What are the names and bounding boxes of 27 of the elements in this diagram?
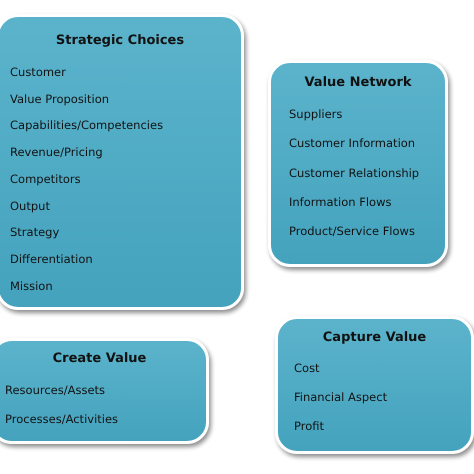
list-item: Processes/Activities: [5, 412, 118, 426]
list-item: Strategy: [10, 225, 60, 240]
list-item: Competitors: [10, 172, 81, 186]
box-heading: Value Network: [303, 75, 413, 90]
box-heading: Capture Value: [322, 330, 428, 345]
category-box: [0, 338, 209, 444]
list-item: Mission: [10, 278, 53, 293]
box-heading: Create Value: [52, 351, 148, 366]
list-item: Financial Aspect: [294, 390, 388, 404]
list-item: Capabilities/Competencies: [10, 118, 164, 132]
list-item: Profit: [294, 419, 324, 433]
list-item: Cost: [294, 361, 320, 375]
list-item: Customer Information: [289, 136, 416, 150]
list-item: Product/Service Flows: [289, 224, 415, 238]
list-item: Information Flows: [289, 194, 392, 209]
box-heading: Strategic Choices: [54, 33, 186, 48]
list-item: Value Proposition: [10, 92, 110, 106]
list-item: Customer: [10, 65, 66, 79]
list-item: Customer Relationship: [289, 166, 420, 180]
list-item: Output: [10, 198, 50, 212]
list-item: Differentiation: [10, 252, 93, 266]
category-box: [275, 316, 474, 454]
list-item: Resources/Assets: [5, 383, 106, 397]
category-box: [268, 60, 448, 267]
list-item: Suppliers: [289, 107, 342, 121]
category-box: [0, 14, 244, 310]
list-item: Revenue/Pricing: [10, 145, 103, 160]
